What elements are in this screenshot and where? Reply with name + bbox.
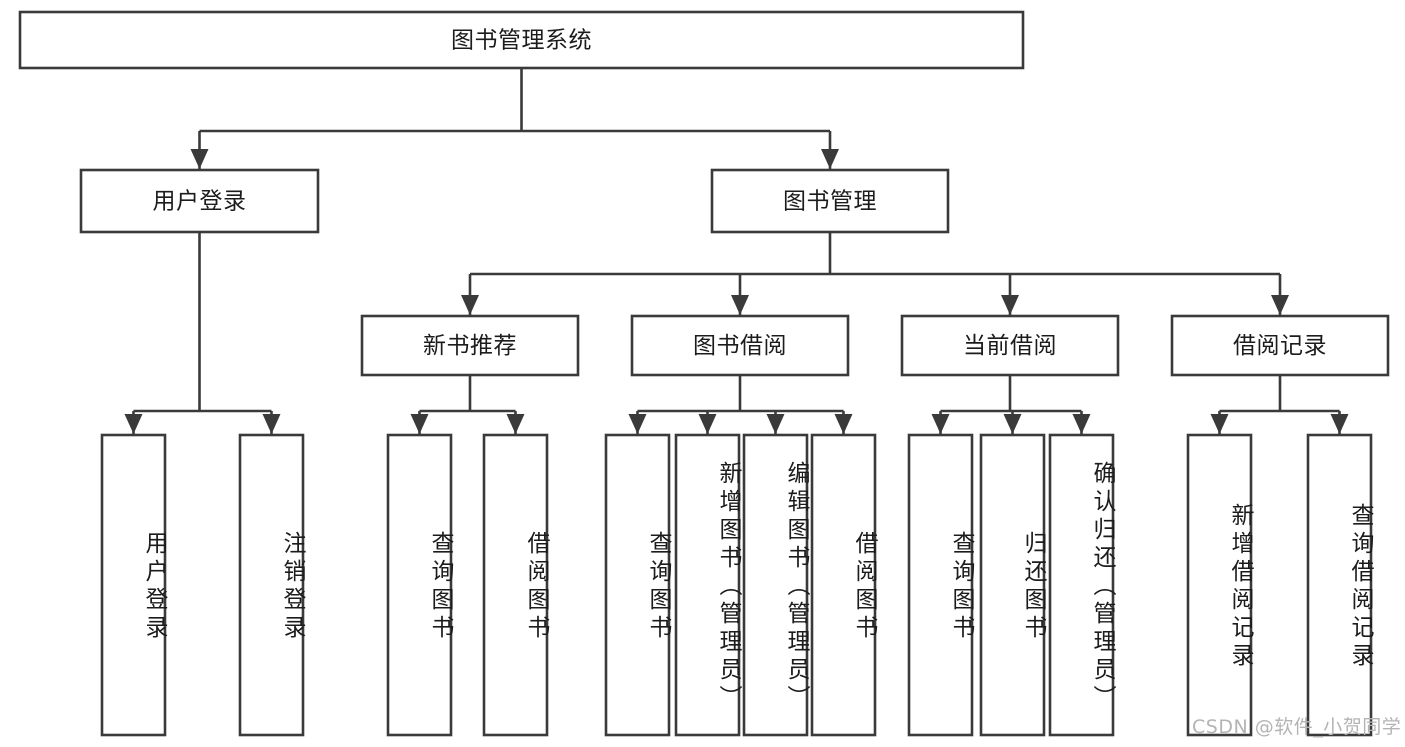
arrow-head-icon	[698, 414, 717, 434]
node-box-level3-0[interactable]	[360, 314, 580, 377]
arrow-head-icon	[262, 414, 281, 434]
node-box-root[interactable]	[18, 10, 1025, 70]
arrow-head-icon	[1001, 295, 1019, 315]
arrow-head-icon	[821, 149, 839, 169]
arrow-head-icon	[628, 414, 647, 434]
node-box-leaf-2[interactable]	[386, 433, 453, 737]
node-box-level3-2[interactable]	[900, 314, 1120, 377]
arrow-head-icon	[506, 414, 525, 434]
arrow-head-icon	[1003, 414, 1022, 434]
node-boxes-layer	[18, 10, 1390, 737]
node-box-leaf-10[interactable]	[1048, 433, 1115, 737]
node-box-leaf-6[interactable]	[742, 433, 809, 737]
node-box-leaf-12[interactable]	[1306, 433, 1373, 737]
node-box-leaf-8[interactable]	[907, 433, 974, 737]
node-box-level2-1[interactable]	[710, 168, 950, 234]
node-box-leaf-11[interactable]	[1186, 433, 1253, 737]
node-label-level2-1: 图书管理	[783, 189, 877, 215]
arrow-head-icon	[461, 295, 479, 315]
node-label-level3-1: 图书借阅	[693, 333, 787, 359]
arrow-head-icon	[1072, 414, 1091, 434]
node-box-leaf-7[interactable]	[810, 433, 877, 737]
node-box-leaf-4[interactable]	[604, 433, 671, 737]
arrow-head-icon	[834, 414, 853, 434]
node-box-leaf-9[interactable]	[979, 433, 1046, 737]
arrow-head-icon	[1330, 414, 1349, 434]
arrow-head-icon	[1271, 295, 1289, 315]
node-label-level2-0: 用户登录	[153, 189, 247, 215]
arrow-head-icon	[931, 414, 950, 434]
node-box-leaf-0[interactable]	[100, 433, 167, 737]
node-label-level3-2: 当前借阅	[963, 333, 1057, 359]
csdn-watermark: CSDN @软件_小贺同学	[1192, 716, 1402, 738]
node-box-level3-1[interactable]	[630, 314, 850, 377]
arrow-head-icon	[731, 295, 749, 315]
arrow-head-icon	[1210, 414, 1229, 434]
arrow-head-icon	[410, 414, 429, 434]
node-label-level3-3: 借阅记录	[1233, 333, 1327, 359]
arrow-head-icon	[766, 414, 785, 434]
node-box-leaf-5[interactable]	[674, 433, 741, 737]
arrow-head-icon	[190, 149, 209, 169]
node-label-level3-0: 新书推荐	[423, 333, 517, 359]
node-label-root: 图书管理系统	[451, 28, 592, 54]
connectors-layer	[124, 68, 1349, 434]
node-box-leaf-3[interactable]	[482, 433, 549, 737]
node-box-level3-3[interactable]	[1170, 314, 1390, 377]
arrow-head-icon	[124, 414, 143, 434]
node-box-leaf-1[interactable]	[238, 433, 305, 737]
node-box-level2-0[interactable]	[79, 168, 320, 234]
